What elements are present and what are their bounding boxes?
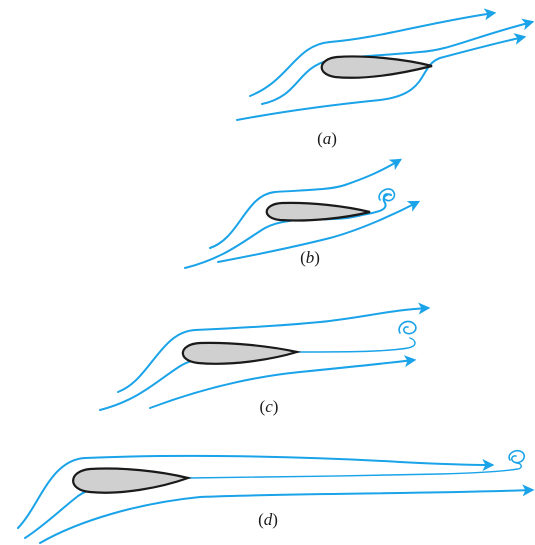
- panel-c: (c): [100, 308, 428, 416]
- panel-a: (a): [237, 13, 532, 148]
- airfoil-shape: [322, 56, 432, 77]
- airfoil-shape: [183, 343, 297, 364]
- panel-label: (d): [258, 510, 278, 529]
- panel-label: (b): [300, 248, 320, 267]
- vortex: [509, 451, 524, 463]
- streamline-upper: [250, 13, 494, 96]
- streamline-lower: [40, 490, 532, 543]
- streamline-lower: [150, 360, 414, 408]
- panel-label: (a): [317, 129, 337, 148]
- panel-b: (b): [185, 160, 418, 268]
- airfoil-shape: [267, 203, 370, 221]
- vortex: [399, 321, 416, 333]
- panel-d: (d): [18, 451, 532, 543]
- panel-label: (c): [260, 397, 279, 416]
- streamline-lower: [237, 37, 524, 120]
- airfoil-shape: [73, 468, 188, 492]
- wake-line: [296, 338, 415, 352]
